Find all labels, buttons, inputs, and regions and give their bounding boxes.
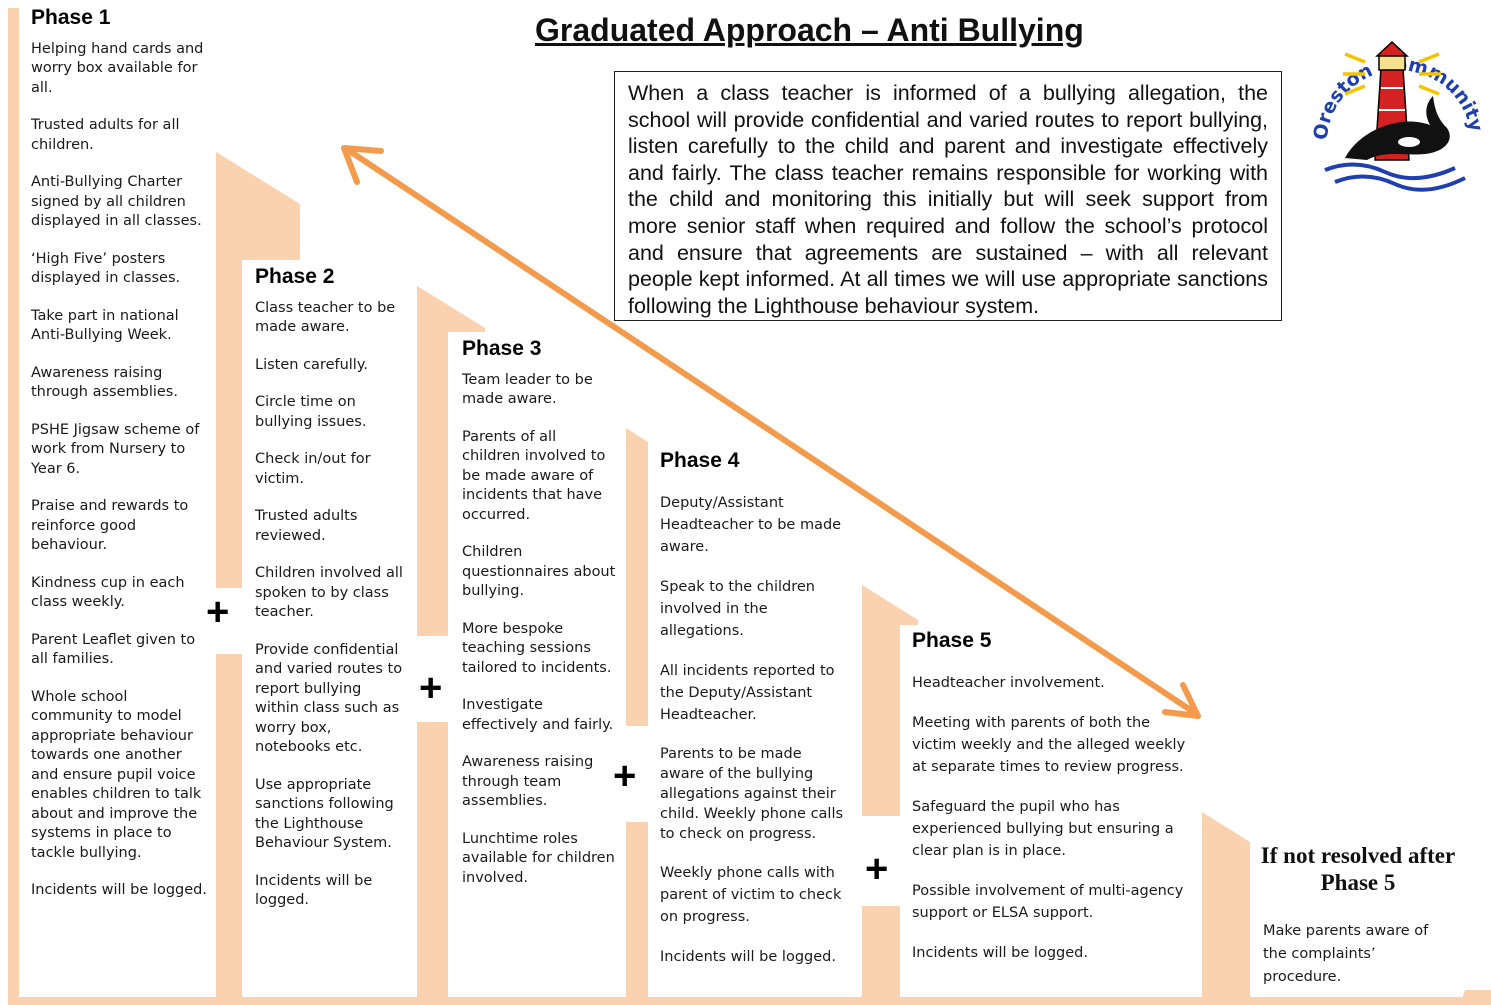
phase-2-item: Circle time on bullying issues. [255,394,367,430]
phase-4-title: Phase 4 [660,449,740,472]
phase-5-item: Incidents will be logged. [912,945,1088,961]
step-bar-phase-1 [8,8,19,1005]
phase-1-item: Take part in national Anti-Bullying Week… [31,307,179,344]
intro-box: When a class teacher is informed of a bu… [614,71,1282,321]
phase-3-title: Phase 3 [462,337,542,360]
phase-1-item: Kindness cup in each class weekly. [31,574,185,611]
step-shapes [8,8,1491,1005]
phase-5-column: Phase 5 Headteacher involvement. Meeting… [912,630,1197,982]
phase-3-item: More bespoke teaching sessions tailored … [462,620,612,676]
phase-2-item: Provide confidential and varied routes t… [255,641,403,756]
plus-sign: + [419,666,443,710]
phase-2-item: Trusted adults reviewed. [255,508,358,544]
phase-2-item: Listen carefully. [255,356,368,373]
page-title: Graduated Approach – Anti Bullying [535,12,1084,48]
phase-4-item: All incidents reported to the Deputy/Ass… [660,663,835,723]
phase-3-item: Awareness raising through team assemblie… [462,754,594,809]
step-peak-phase-3 [417,286,485,332]
escalation-arrow [341,145,1201,719]
phase-2-item: Children involved all spoken to by class… [255,565,403,620]
plus-sign: + [206,590,230,634]
phase-4-column: Phase 4 Deputy/Assistant Headteacher to … [660,450,850,986]
phase-2-item: Check in/out for victim. [255,451,371,487]
baseline [8,997,1491,1005]
phase-1-item: Incidents will be logged. [31,882,207,898]
final-step-title: If not resolved after Phase 5 [1260,843,1456,895]
step-bar-phase-5 [862,585,900,1005]
step-bar-phase-2 [216,152,242,1005]
final-step-text: Make parents aware of the complaints’ pr… [1263,923,1429,985]
lighthouse-orca-logo-icon: Oreston Community Academy [1305,10,1485,192]
plus-sign: + [613,754,637,798]
phase-3-item: Lunchtime roles available for children i… [462,830,615,886]
intro-text: When a class teacher is informed of a bu… [628,81,1268,318]
phase-1-item: Praise and rewards to reinforce good beh… [31,498,189,553]
phase-5-item: Headteacher involvement. [912,675,1105,691]
phase-4-item: Weekly phone calls with parent of victim… [660,865,842,925]
phase-2-item: Class teacher to be made aware. [255,299,396,336]
phase-1-column: Phase 1 Helping hand cards and worry box… [31,6,209,919]
phase-1-item: Parent Leaflet given to all families. [31,631,196,668]
phase-3-item: Team leader to be made aware. [462,371,593,408]
phase-1-item: ‘High Five’ posters displayed in classes… [31,250,181,287]
step-peak-phase-2 [216,152,300,260]
phase-2-item: Incidents will be logged. [255,872,373,909]
phase-3-item: Children questionnaires about bullying. [462,544,616,599]
phase-2-item: Use appropriate sanctions following the … [255,776,394,852]
phase-5-item: Possible involvement of multi-agency sup… [912,883,1184,921]
phase-1-item: Awareness raising through assemblies. [31,364,178,401]
phase-4-item: Parents to be made aware of the bullying… [660,746,844,842]
phase-1-item: PSHE Jigsaw scheme of work from Nursery … [31,421,200,477]
phase-1-title: Phase 1 [31,6,111,29]
phase-1-item: Helping hand cards and worry box availab… [31,40,204,96]
phase-2-title: Phase 2 [255,265,335,288]
plus-sign: + [865,847,889,891]
phase-5-item: Safeguard the pupil who has experienced … [912,799,1174,859]
phase-5-title: Phase 5 [912,629,992,652]
phase-1-item: Trusted adults for all children. [31,117,180,153]
step-bar-phase-4 [626,428,648,1005]
phase-2-column: Phase 2 Class teacher to be made aware. … [255,265,405,929]
phase-4-item: Incidents will be logged. [660,949,836,965]
baseline-arrow [1460,990,1491,1005]
phase-4-item: Deputy/Assistant Headteacher to be made … [660,495,842,555]
phase-5-item: Meeting with parents of both the victim … [912,715,1186,775]
phase-4-item: Speak to the children involved in the al… [660,579,815,639]
phase-3-item: Parents of all children involved to be m… [462,428,606,523]
phase-1-item: Anti-Bullying Charter signed by all chil… [31,174,202,229]
phase-3-item: Investigate effectively and fairly. [462,697,614,733]
step-peak-phase-5 [862,585,918,625]
phase-3-column: Phase 3 Team leader to be made aware. Pa… [462,337,617,906]
phase-1-item: Whole school community to model appropri… [31,688,202,861]
step-bar-final [1202,812,1250,1005]
